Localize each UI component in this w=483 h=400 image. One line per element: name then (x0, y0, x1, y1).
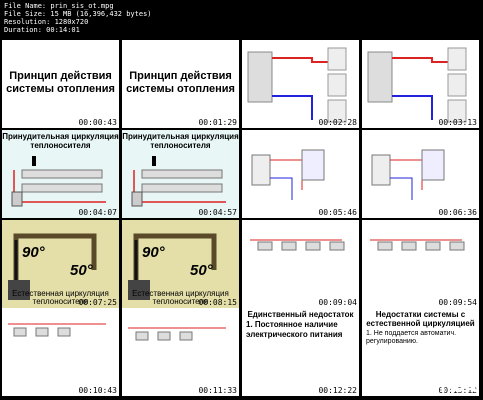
resolution: Resolution: 1280x720 (4, 18, 89, 26)
timestamp: 00:01:29 (198, 118, 237, 127)
file-size: File Size: 15 MB (16,396,432 bytes) (4, 10, 152, 18)
thumbnail[interactable]: 00:05:46 (242, 130, 359, 218)
thumbnail[interactable]: 00:11:33 (122, 308, 239, 396)
timestamp: 00:08:15 (198, 298, 237, 307)
timestamp: 00:04:07 (78, 208, 117, 217)
thumb-title: Принудительная циркуляция теплоносителя (122, 132, 239, 150)
timestamp: 00:11:33 (198, 386, 237, 395)
timestamp: 00:09:54 (438, 298, 477, 307)
thumbnail[interactable]: 00:03:13 (362, 40, 479, 128)
thumbnail[interactable]: Принудительная циркуляция теплоносителя … (122, 130, 239, 218)
thumbnail[interactable]: 00:10:43 (2, 308, 119, 396)
thumb-caption: Естественная циркуляция теплоносителя (132, 289, 229, 306)
thumbnail[interactable]: 00:02:28 (242, 40, 359, 128)
thumb-title: Принудительная циркуляция теплоносителя (2, 132, 119, 150)
slide-line: 1. Не поддается автоматич. регулированию… (366, 330, 457, 345)
temp-cold: 50° (190, 262, 213, 279)
timestamp: 00:05:46 (318, 208, 357, 217)
timestamp: 00:09:04 (318, 298, 357, 307)
thumbnail[interactable]: Принудительная циркуляция теплоносителя … (2, 130, 119, 218)
slide-title: Недостатки системы с естественной циркул… (366, 310, 475, 328)
timestamp: 00:12:22 (318, 386, 357, 395)
timestamp: 00:13:12 (438, 386, 477, 395)
circulation-diagram (11, 156, 106, 207)
timestamp: 00:06:36 (438, 208, 477, 217)
slide-line: 1. Постоянное наличие электрического пит… (246, 320, 343, 339)
thumb-caption: Естественная циркуляция теплоносителя (12, 289, 109, 306)
thumbnail[interactable]: 00:09:04 (242, 220, 359, 308)
system-diagram (251, 149, 325, 200)
thumbnail[interactable]: Принцип действия системы отопления 00:00… (2, 40, 119, 128)
temp-hot: 90° (22, 244, 45, 261)
natural-circulation-diagram (8, 233, 97, 300)
radiator-line-diagram (250, 239, 345, 251)
timestamp: 00:03:13 (438, 118, 477, 127)
file-name: File Name: prin_sis_ot.mpg (4, 2, 114, 10)
circulation-diagram (131, 156, 226, 207)
thumbnail[interactable]: 00:06:36 (362, 130, 479, 218)
timestamp: 00:00:43 (78, 118, 117, 127)
thumbnail[interactable]: Единственный недостаток 1. Постоянное на… (242, 308, 359, 396)
boiler-diagram (247, 47, 347, 123)
boiler-diagram (367, 47, 467, 123)
thumb-title: Принцип действия системы отопления (6, 70, 115, 95)
duration: Duration: 00:14:01 (4, 26, 80, 34)
thumbnail[interactable]: 90° 50° Естественная циркуляция теплонос… (122, 220, 239, 308)
timestamp: 00:04:57 (198, 208, 237, 217)
thumbnail[interactable]: Недостатки системы с естественной циркул… (362, 308, 479, 396)
natural-circulation-diagram (128, 233, 217, 300)
file-info: File Name: prin_sis_ot.mpg File Size: 15… (4, 2, 152, 34)
thumbnail[interactable]: 00:09:54 (362, 220, 479, 308)
thumbnail[interactable]: Принцип действия системы отопления 00:01… (122, 40, 239, 128)
radiator-line-diagram (128, 327, 226, 341)
thumbnail[interactable]: 90° 50° Естественная циркуляция теплонос… (2, 220, 119, 308)
thumb-title: Принцип действия системы отопления (126, 70, 235, 95)
temp-hot: 90° (142, 244, 165, 261)
timestamp: 00:10:43 (78, 386, 117, 395)
site-watermark: KNIG.AT.UA (375, 377, 477, 396)
radiator-line-diagram (8, 323, 106, 337)
timestamp: 00:07:25 (78, 298, 117, 307)
radiator-line-diagram (370, 239, 465, 251)
temp-cold: 50° (70, 262, 93, 279)
system-diagram (371, 149, 445, 200)
slide-title: Единственный недостаток (247, 310, 354, 319)
timestamp: 00:02:28 (318, 118, 357, 127)
